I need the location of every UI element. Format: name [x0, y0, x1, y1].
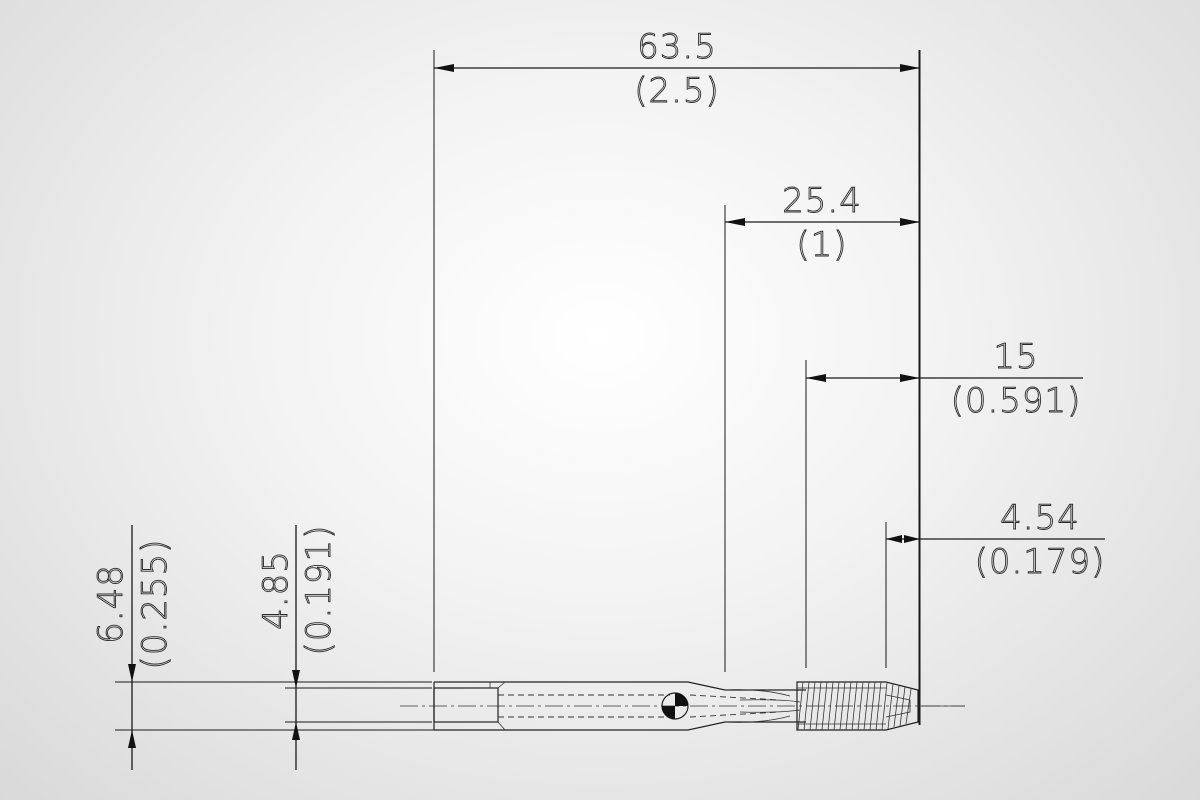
overall-length-dimension: 63.5 (2.5) [434, 27, 920, 111]
shank-to-tip-mm: 25.4 [782, 181, 862, 221]
shank-diameter-in: (0.255) [135, 539, 175, 670]
overall-length-in: (2.5) [634, 71, 720, 111]
shank-diameter-mm: 6.48 [91, 564, 131, 644]
thread-length-in: (0.591) [951, 381, 1082, 421]
thread-length-dimension: 15 (0.591) [806, 337, 1083, 421]
chamfer-length-mm: 4.54 [1000, 498, 1080, 538]
shank-diameter-dimension: 6.48 (0.255) [91, 525, 175, 770]
tap-outline [400, 681, 965, 731]
shank-to-tip-in: (1) [796, 225, 847, 265]
square-size-in: (0.191) [299, 525, 339, 656]
chamfer-length-in: (0.179) [975, 542, 1106, 582]
chamfer-length-dimension: 4.54 (0.179) [886, 498, 1105, 582]
extension-lines [115, 50, 921, 731]
shank-to-tip-dimension: 25.4 (1) [725, 181, 920, 265]
overall-length-mm: 63.5 [637, 27, 717, 67]
square-size-mm: 4.85 [256, 550, 296, 630]
thread-length-mm: 15 [993, 337, 1038, 377]
square-size-dimension: 4.85 (0.191) [256, 524, 339, 770]
thread-lines [797, 681, 912, 731]
